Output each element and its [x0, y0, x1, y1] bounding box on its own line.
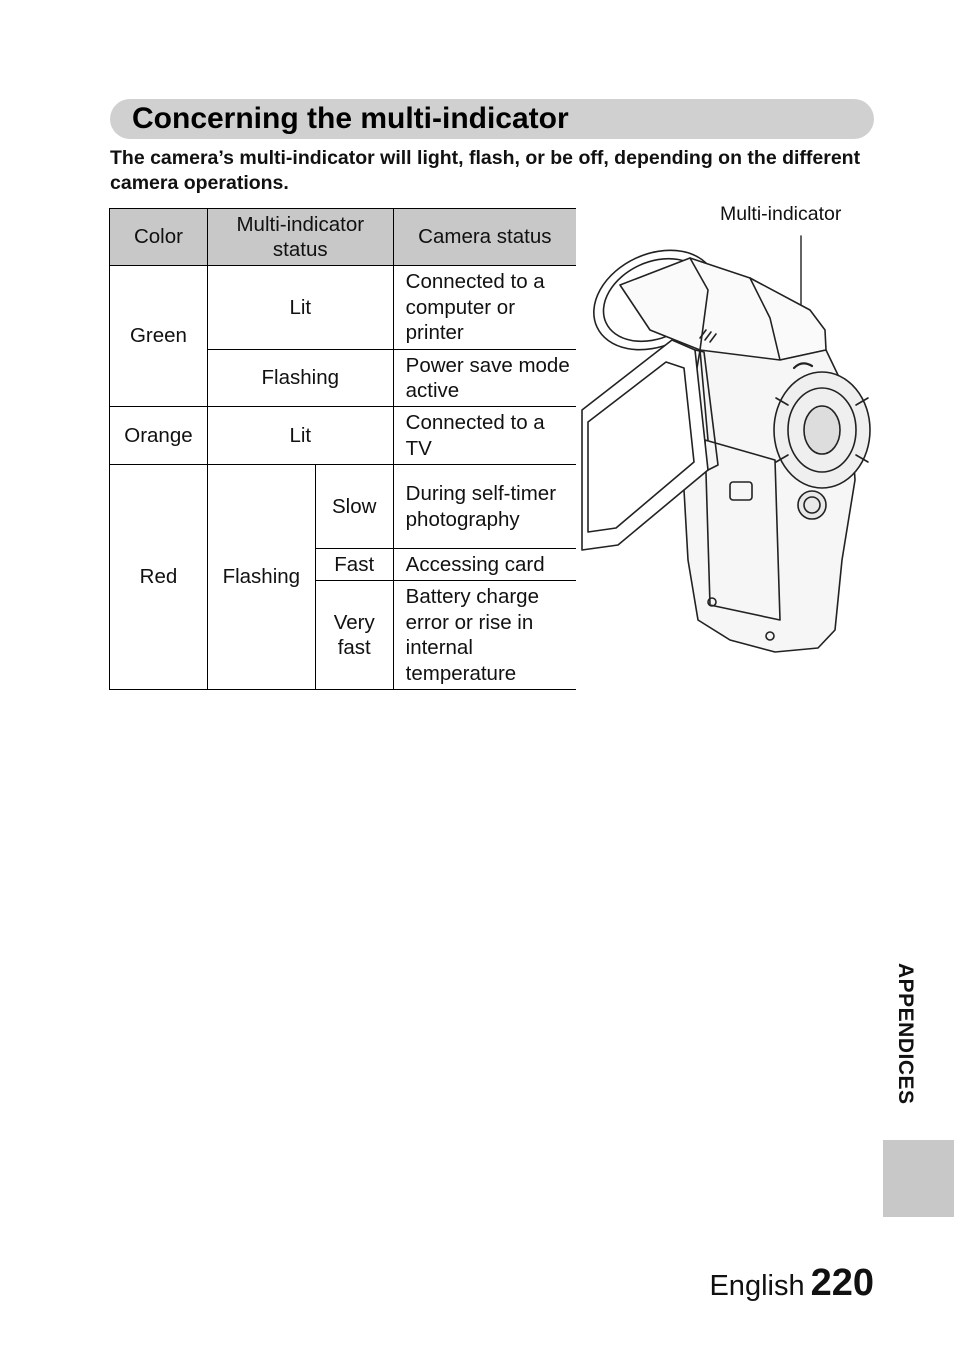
- record-button: [797, 490, 827, 520]
- table-row: Flashing Power save mode active: [110, 349, 576, 407]
- header-camera-status: Camera status: [392, 208, 576, 266]
- appendices-section-label: APPENDICES: [894, 963, 917, 1105]
- cell-red-slow: Slow: [314, 464, 394, 549]
- grip-ridges: [699, 329, 717, 343]
- multi-indicator-lamp: [792, 362, 814, 370]
- page-number: 220: [810, 1262, 874, 1304]
- cell-green-lit: Lit: [206, 265, 394, 350]
- cell-color-green: Green: [109, 265, 208, 407]
- table-row: Very fast Battery charge error or rise i…: [110, 580, 576, 690]
- cell-green-lit-status: Connected to a computer or printer: [392, 265, 576, 350]
- intro-paragraph: The camera’s multi-indicator will light,…: [110, 147, 861, 194]
- lcd-screen: [587, 361, 695, 533]
- footer-language: English: [709, 1270, 805, 1302]
- cell-red-very-fast-status: Battery charge error or rise in internal…: [392, 580, 576, 690]
- camera-top-crease-2: [749, 277, 781, 361]
- table-row: Red Flashing Slow During self-timer phot…: [109, 464, 576, 690]
- cell-red-fast: Fast: [314, 548, 394, 581]
- cell-color-orange: Orange: [109, 406, 208, 465]
- control-dial-ticks: [775, 397, 869, 463]
- cell-orange-lit-status: Connected to a TV: [392, 406, 576, 465]
- cell-red-fast-status: Accessing card: [392, 548, 576, 581]
- camera-top-crease: [689, 257, 709, 351]
- header-indicator-status: Multi-indicator status: [206, 208, 394, 266]
- record-button-inner: [803, 496, 821, 514]
- cell-red-flashing: Flashing: [206, 464, 316, 690]
- cell-color-red: Red: [109, 464, 208, 690]
- cell-green-flashing: Flashing: [206, 349, 394, 407]
- multi-indicator-table: Color Multi-indicator status Camera stat…: [109, 208, 576, 690]
- cell-orange-lit: Lit: [206, 406, 394, 465]
- screw-hole: [765, 631, 775, 641]
- side-button: [729, 481, 753, 501]
- callout-multi-indicator-label: Multi-indicator: [720, 203, 842, 225]
- header-color: Color: [109, 208, 208, 266]
- camera-illustration: [581, 235, 871, 653]
- control-dial-ring: [787, 387, 857, 473]
- camera-side-panel: [704, 439, 781, 621]
- strap-hole: [707, 597, 717, 607]
- section-title-bar: Concerning the multi-indicator: [110, 99, 874, 139]
- table-header-row: Color Multi-indicator status Camera stat…: [109, 208, 576, 266]
- table-row: Orange Lit Connected to a TV: [109, 406, 576, 465]
- table-row: Green Lit Connected to a computer or pri…: [109, 265, 576, 407]
- control-dial-center-button: [803, 405, 841, 455]
- cell-red-slow-status: During self-timer photography: [392, 464, 576, 549]
- lcd-panel-edge: [694, 349, 719, 471]
- cell-red-very-fast: Very fast: [314, 580, 394, 690]
- appendices-tab-marker: [883, 1140, 954, 1217]
- page-title: Concerning the multi-indicator: [132, 102, 569, 135]
- table-row: Fast Accessing card: [110, 548, 576, 581]
- camera-grip-edge: [699, 349, 709, 441]
- cell-green-flashing-status: Power save mode active: [392, 349, 576, 407]
